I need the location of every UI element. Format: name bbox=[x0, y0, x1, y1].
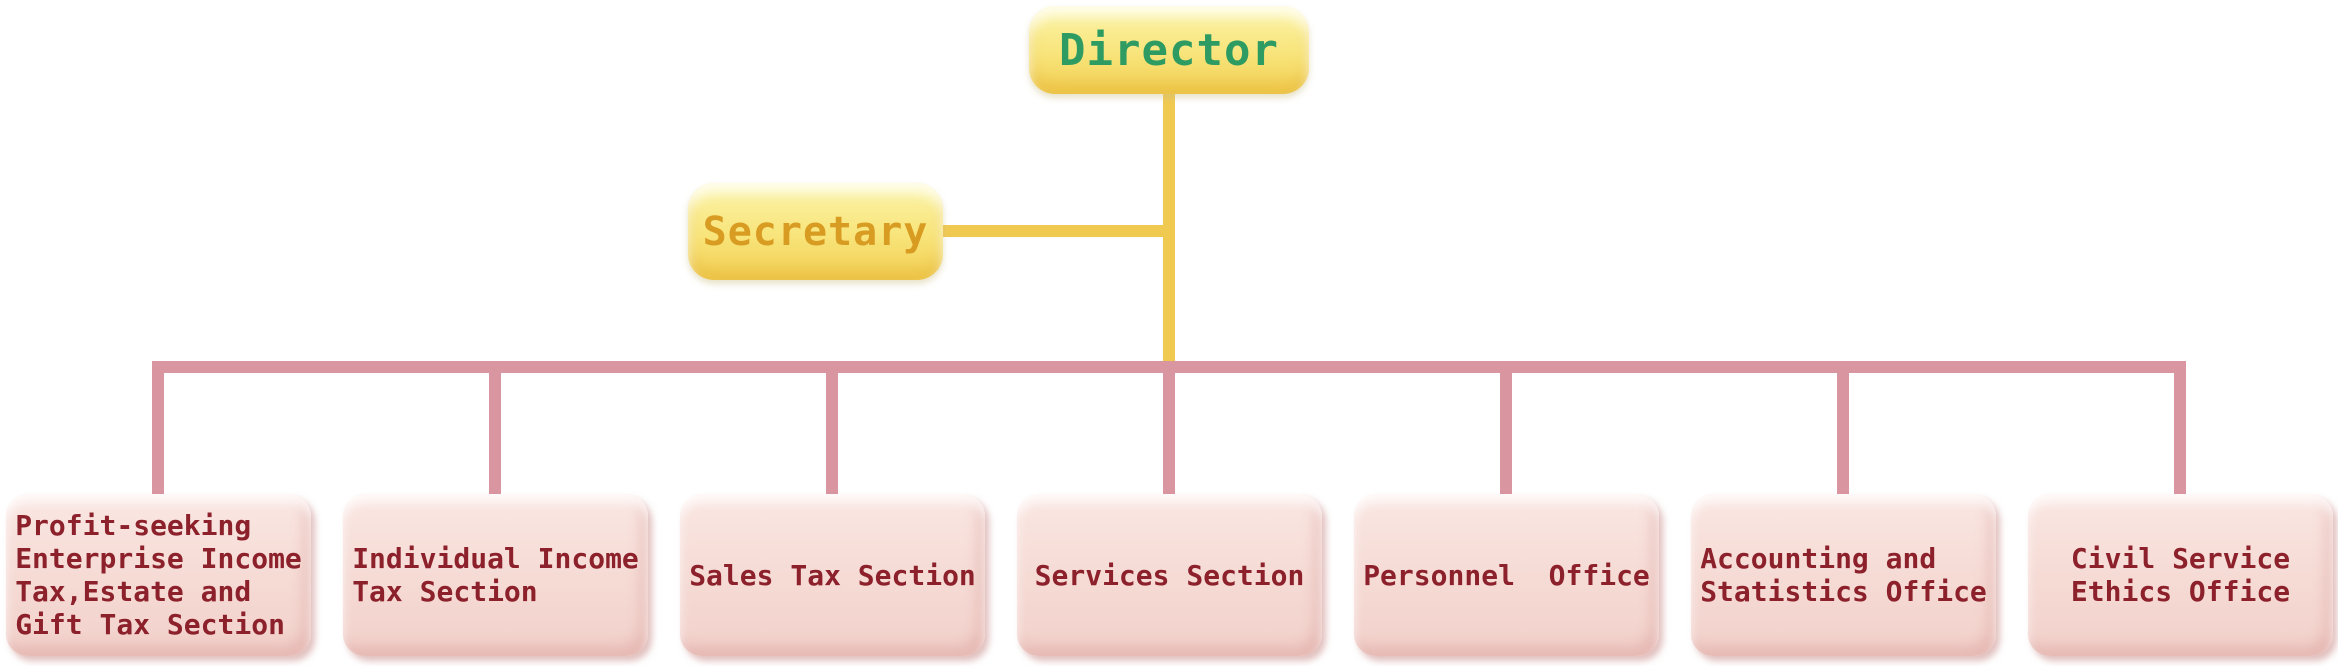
secretary-label: Secretary bbox=[702, 208, 929, 255]
node-accounting-and-statistics-office[interactable]: Accounting and Statistics Office bbox=[1691, 494, 1996, 656]
department-label: Personnel Office bbox=[1363, 558, 1650, 592]
connector-drop-6 bbox=[1837, 365, 1849, 497]
department-label: Individual Income Tax Section bbox=[352, 542, 639, 608]
department-label: Profit-seeking Enterprise Income Tax,Est… bbox=[15, 509, 302, 641]
department-label: Civil Service Ethics Office bbox=[2070, 542, 2291, 608]
connector-drop-4 bbox=[1163, 365, 1175, 497]
connector-drop-3 bbox=[826, 365, 838, 497]
connector-drop-1 bbox=[152, 365, 164, 497]
node-individual-income-tax-section[interactable]: Individual Income Tax Section bbox=[343, 494, 648, 656]
node-services-section[interactable]: Services Section bbox=[1017, 494, 1322, 656]
department-label: Accounting and Statistics Office bbox=[1700, 542, 1987, 608]
node-personnel-office[interactable]: Personnel Office bbox=[1354, 494, 1659, 656]
node-secretary[interactable]: Secretary bbox=[688, 183, 943, 280]
department-label: Services Section bbox=[1034, 558, 1305, 592]
department-label: Sales Tax Section bbox=[689, 558, 976, 592]
director-label: Director bbox=[1059, 24, 1279, 76]
connector-drop-7 bbox=[2174, 365, 2186, 497]
connector-drop-2 bbox=[489, 365, 501, 497]
connector-secretary-branch bbox=[940, 225, 1175, 237]
connector-drop-5 bbox=[1500, 365, 1512, 497]
node-director[interactable]: Director bbox=[1029, 6, 1309, 94]
node-profit-seeking-enterprise-income-tax-estate-and-gift-tax-section[interactable]: Profit-seeking Enterprise Income Tax,Est… bbox=[6, 494, 311, 656]
node-sales-tax-section[interactable]: Sales Tax Section bbox=[680, 494, 985, 656]
node-civil-service-ethics-office[interactable]: Civil Service Ethics Office bbox=[2028, 494, 2333, 656]
